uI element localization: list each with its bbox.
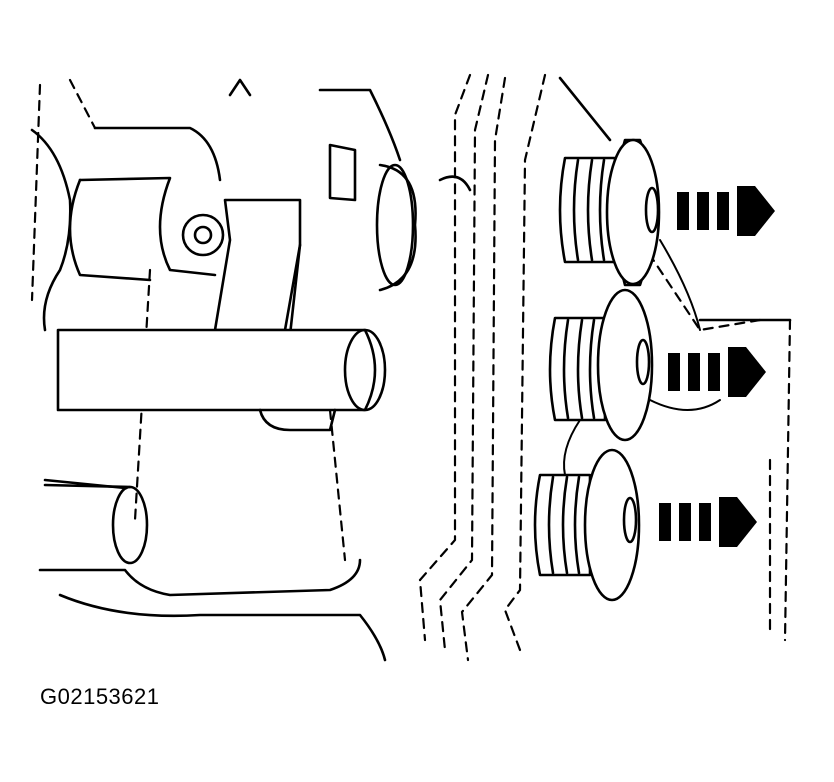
plug-middle	[548, 288, 654, 442]
leader-lines	[563, 239, 721, 476]
plug-bottom	[533, 448, 641, 602]
housing-outline	[30, 73, 507, 662]
removal-arrow-bottom	[659, 497, 757, 547]
removal-arrow-top	[677, 186, 775, 236]
lower-bore	[43, 483, 149, 565]
figure-id-label: G02153621	[40, 684, 160, 709]
valve-body-panel	[503, 73, 792, 652]
removal-arrow-middle	[668, 347, 766, 397]
plug-top	[558, 138, 661, 287]
manual-valve-shaft	[56, 328, 387, 432]
